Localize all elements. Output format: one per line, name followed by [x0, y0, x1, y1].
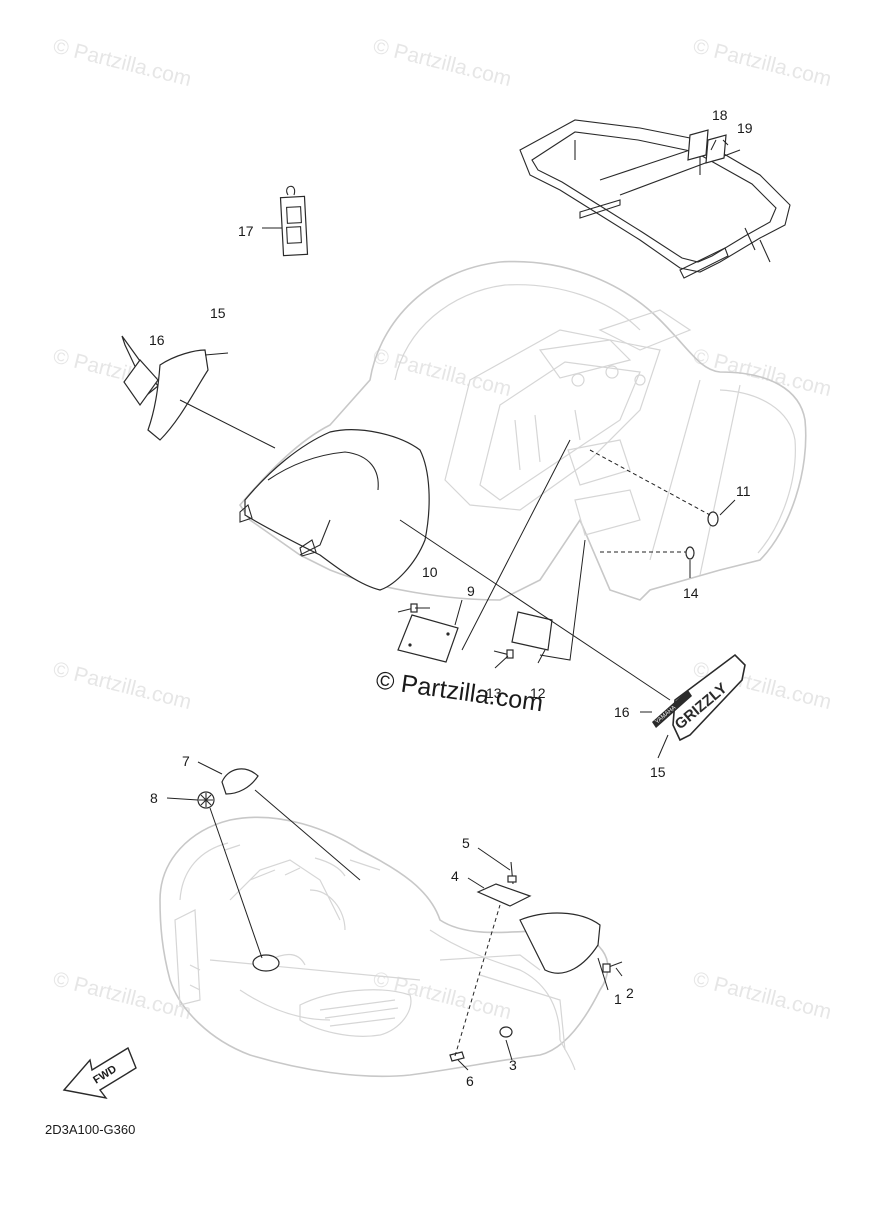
plate-12	[511, 611, 553, 651]
screw-2	[602, 961, 623, 973]
watermark-tile: © Partzilla.com	[51, 658, 194, 715]
clip-6	[449, 1051, 465, 1062]
callout-10: 10	[422, 564, 438, 580]
watermark-tile: © Partzilla.com	[51, 35, 194, 92]
watermark-tile: © Partzilla.com	[691, 345, 834, 402]
fwd-arrow: FWD	[62, 1046, 137, 1100]
grommet-11	[707, 511, 719, 527]
center-watermark: © Partzilla.com	[374, 666, 545, 717]
front-emblem-7	[221, 768, 259, 795]
screw-10	[397, 603, 418, 613]
rear-fender	[238, 260, 807, 601]
callout-7: 7	[182, 753, 190, 769]
callout-13: 13	[486, 685, 502, 701]
front-fender	[159, 816, 609, 1078]
callout-12: 12	[530, 685, 546, 701]
callout-5: 5	[462, 835, 470, 851]
callout-16-stripe: 16	[614, 704, 630, 720]
hood-badge	[252, 954, 280, 972]
nut-3	[499, 1026, 513, 1038]
tab-4	[476, 883, 532, 907]
callout-labels: 1 2 3 4 5 6 7 8 9 10 11 12 13 14 15 15 1…	[149, 107, 753, 1089]
hang-tag	[279, 185, 309, 257]
watermark-tile: © Partzilla.com	[371, 345, 514, 402]
left-side-cover	[239, 429, 430, 591]
callout-6: 6	[466, 1073, 474, 1089]
watermark-tile: © Partzilla.com	[691, 35, 834, 92]
callout-1: 1	[614, 991, 622, 1007]
watermark-tile: © Partzilla.com	[371, 968, 514, 1025]
watermark-tile: © Partzilla.com	[371, 35, 514, 92]
plate-9	[397, 614, 459, 663]
leader-lines	[166, 139, 736, 1071]
callout-11: 11	[736, 483, 751, 499]
grommet-14	[685, 546, 695, 560]
decal-15-left	[147, 349, 209, 441]
callout-17: 17	[238, 223, 254, 239]
front-emblem-8	[197, 791, 215, 809]
rear-carrier-rack	[519, 119, 791, 279]
callout-4: 4	[451, 868, 459, 884]
tabs-18-19	[687, 129, 727, 164]
watermark-tile: © Partzilla.com	[691, 968, 834, 1025]
callout-16-rear-left: 16	[149, 332, 165, 348]
callout-18: 18	[712, 107, 728, 123]
callout-2: 2	[626, 985, 634, 1001]
watermark-tiles: © Partzilla.com © Partzilla.com © Partzi…	[51, 35, 834, 1025]
screw-13	[493, 649, 514, 659]
callout-3: 3	[509, 1057, 517, 1073]
screw-5	[507, 861, 517, 885]
callout-14: 14	[683, 585, 699, 601]
watermark-tile: © Partzilla.com	[51, 968, 194, 1025]
front-decal-1	[519, 912, 601, 974]
callout-15-rear-left: 15	[210, 305, 226, 321]
callout-8: 8	[150, 790, 158, 806]
callout-19: 19	[737, 120, 753, 136]
diagram-code: 2D3A100-G360	[45, 1122, 135, 1137]
callout-15-emblem: 15	[650, 764, 666, 780]
callout-9: 9	[467, 583, 475, 599]
